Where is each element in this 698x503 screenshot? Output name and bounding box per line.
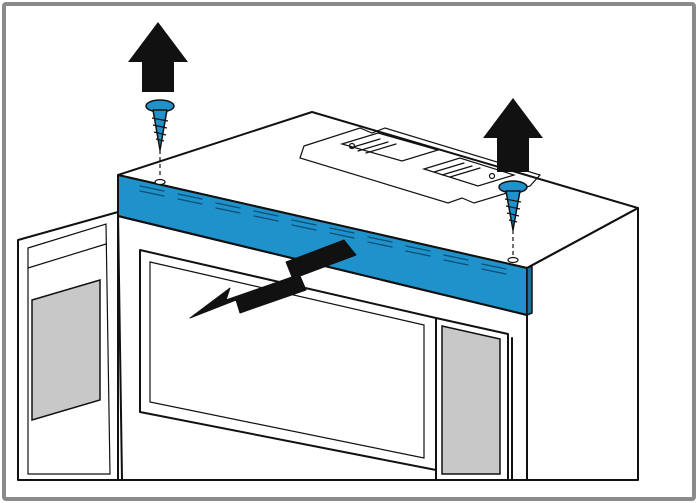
arrow-down-left-icon [189,239,357,319]
screw-left [128,22,188,186]
screw-right [483,98,543,264]
cabinet-front [117,215,528,481]
screw-icon [145,99,175,151]
arrow-up-icon [483,98,543,172]
screw-icon [498,180,528,231]
open-door [17,211,123,481]
arrow-up-icon [128,22,188,92]
door-opening-inner [149,261,425,459]
mounting-plate [299,127,542,204]
control-panel [435,317,509,481]
microwave-icon [17,111,639,481]
control-panel-window [441,325,501,475]
